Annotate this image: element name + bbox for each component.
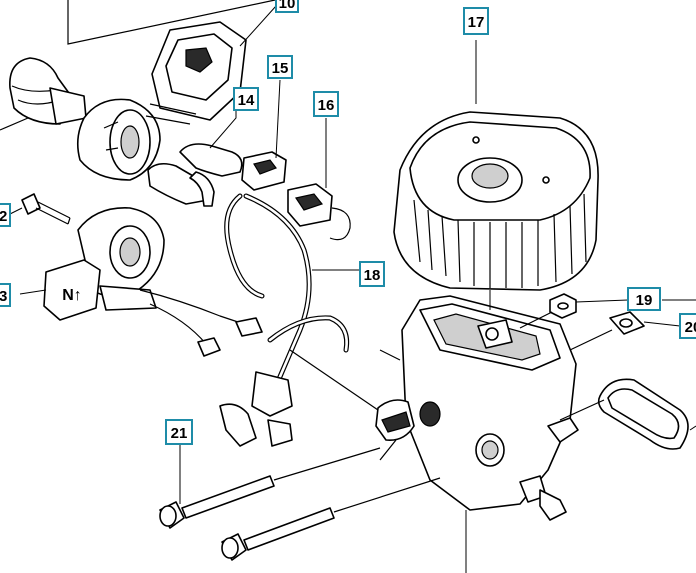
callout-15: 15	[267, 55, 293, 79]
callout-20: 20	[679, 313, 696, 339]
callout-21-label: 21	[171, 425, 188, 442]
callout-12-label: 12	[0, 208, 7, 225]
connector-16	[287, 118, 351, 241]
callout-13: 13	[0, 283, 11, 307]
bolt-21-upper	[159, 447, 381, 529]
callout-10: 10	[275, 0, 299, 13]
callout-18: 18	[359, 261, 385, 287]
callout-21: 21	[165, 419, 193, 445]
screw-12	[9, 193, 71, 225]
filter-pleats	[413, 193, 587, 288]
callout-20-label: 20	[685, 319, 696, 336]
module-marking: N↑	[62, 287, 82, 304]
bolt-21-lower	[179, 444, 441, 561]
callout-18-label: 18	[364, 267, 381, 284]
hose-assembly	[147, 110, 243, 207]
callout-10-label: 10	[279, 0, 296, 12]
connector-15	[241, 79, 287, 191]
callout-17: 17	[463, 7, 489, 35]
nut-19	[519, 293, 696, 329]
spark-plug-cap	[0, 57, 87, 131]
frame-corner	[67, 0, 276, 45]
callout-19-label: 19	[636, 292, 653, 309]
filter-housing	[379, 290, 579, 573]
washer-20	[569, 311, 681, 351]
bracket-module	[19, 207, 263, 357]
wire-harness	[219, 193, 360, 447]
hose-fitting	[289, 349, 415, 442]
callout-19: 19	[627, 287, 661, 311]
callout-14: 14	[233, 87, 259, 111]
air-filter	[393, 40, 599, 291]
callout-16: 16	[313, 91, 339, 117]
grommet	[76, 98, 161, 181]
callout-13-label: 13	[0, 288, 7, 305]
callout-17-label: 17	[468, 14, 485, 31]
callout-16-label: 16	[318, 97, 335, 114]
callout-12: 12	[0, 203, 11, 227]
callout-15-label: 15	[272, 60, 289, 77]
ignition-module	[145, 5, 277, 125]
callout-14-label: 14	[238, 92, 255, 109]
gasket	[559, 378, 696, 450]
